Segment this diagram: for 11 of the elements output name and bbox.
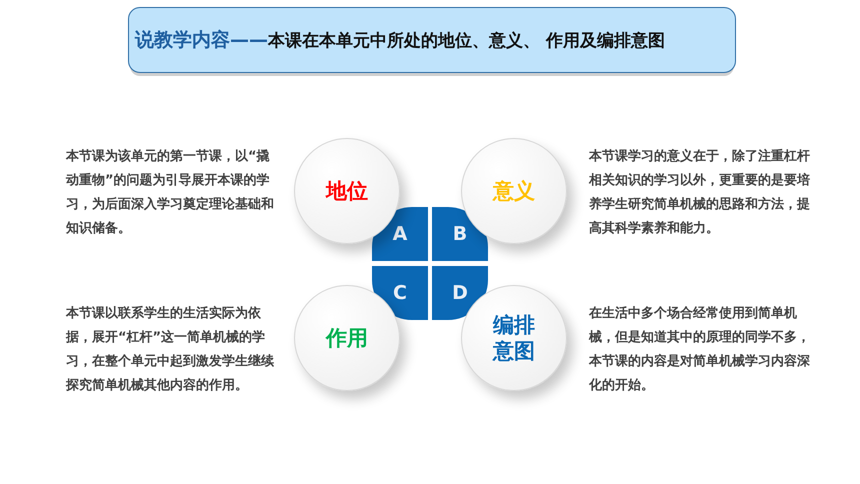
circle-label: 地位 [326,178,368,204]
circle-label: 意义 [493,178,535,204]
title-lead: 说教学内容—— [135,28,268,53]
description-text: 本节课为该单元的第一节课，以“撬动重物”的问题为引导展开本课的学习，为后面深入学习奠定理论基础和知识储备。 [66,148,275,238]
description-text: 本节课以联系学生的生活实际为依据，展开“杠杆”这一简单机械的学习，在整个单元中起到激发学生继续探究简单机械其他内容的作用。 [66,304,275,395]
circle-label: 作用 [326,325,368,351]
title-text: 本课在本单元中所处的地位、意义、 作用及编排意图 [268,30,665,52]
description-text: 本节课学习的意义在于，除了注重杠杆相关知识的学习以外，更重要的是要培养学生研究简单机械的思路和方法，提高其科学素养和能力。 [589,148,811,238]
description-text: 在生活中多个场合经常使用到简单机械，但是知道其中的原理的同学不多，本节课的内容是对简单机械学习内容深化的开始。 [589,305,811,395]
title-box [128,7,736,73]
circle-label: 编排意图 [491,312,536,364]
